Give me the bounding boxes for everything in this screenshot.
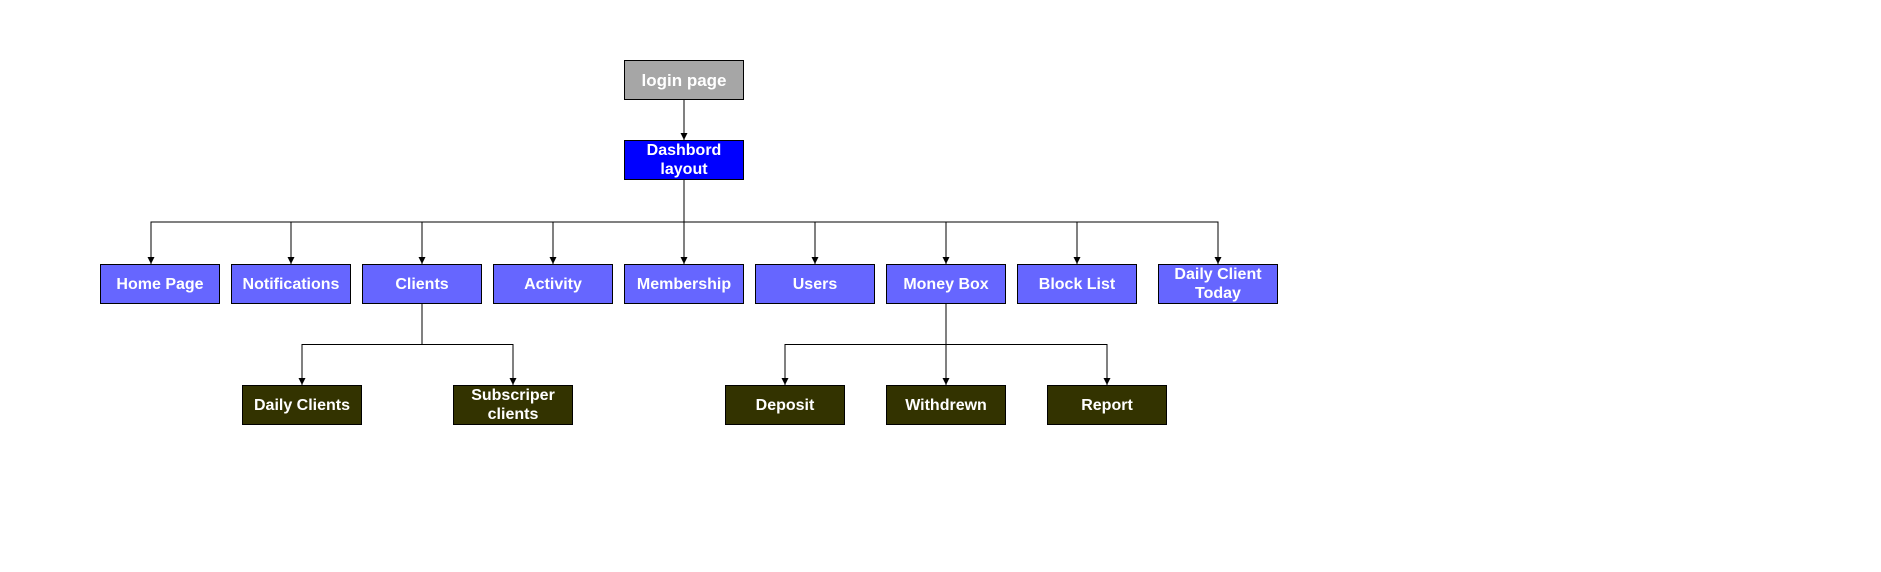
connector-clients-to-subscriper_clients [421, 304, 517, 385]
connector-money_box-to-deposit [781, 304, 947, 385]
node-clients[interactable]: Clients [362, 264, 482, 304]
connector-money_box-to-report [945, 304, 1111, 385]
node-login-page[interactable]: login page [624, 60, 744, 100]
node-dashboard-layout[interactable]: Dashbord layout [624, 140, 744, 180]
connector-dashboard-to-daily_client_today [683, 180, 1222, 264]
node-users[interactable]: Users [755, 264, 875, 304]
connector-clients-to-daily_clients [298, 304, 423, 385]
node-deposit[interactable]: Deposit [725, 385, 845, 425]
node-money-box[interactable]: Money Box [886, 264, 1006, 304]
node-notifications[interactable]: Notifications [231, 264, 351, 304]
node-home-page[interactable]: Home Page [100, 264, 220, 304]
node-withdrewn[interactable]: Withdrewn [886, 385, 1006, 425]
node-activity[interactable]: Activity [493, 264, 613, 304]
connector-dashboard-to-activity [549, 180, 685, 264]
node-report[interactable]: Report [1047, 385, 1167, 425]
node-subscriper-clients[interactable]: Subscriper clients [453, 385, 573, 425]
node-block-list[interactable]: Block List [1017, 264, 1137, 304]
node-daily-clients[interactable]: Daily Clients [242, 385, 362, 425]
node-membership[interactable]: Membership [624, 264, 744, 304]
node-daily-client-today[interactable]: Daily Client Today [1158, 264, 1278, 304]
